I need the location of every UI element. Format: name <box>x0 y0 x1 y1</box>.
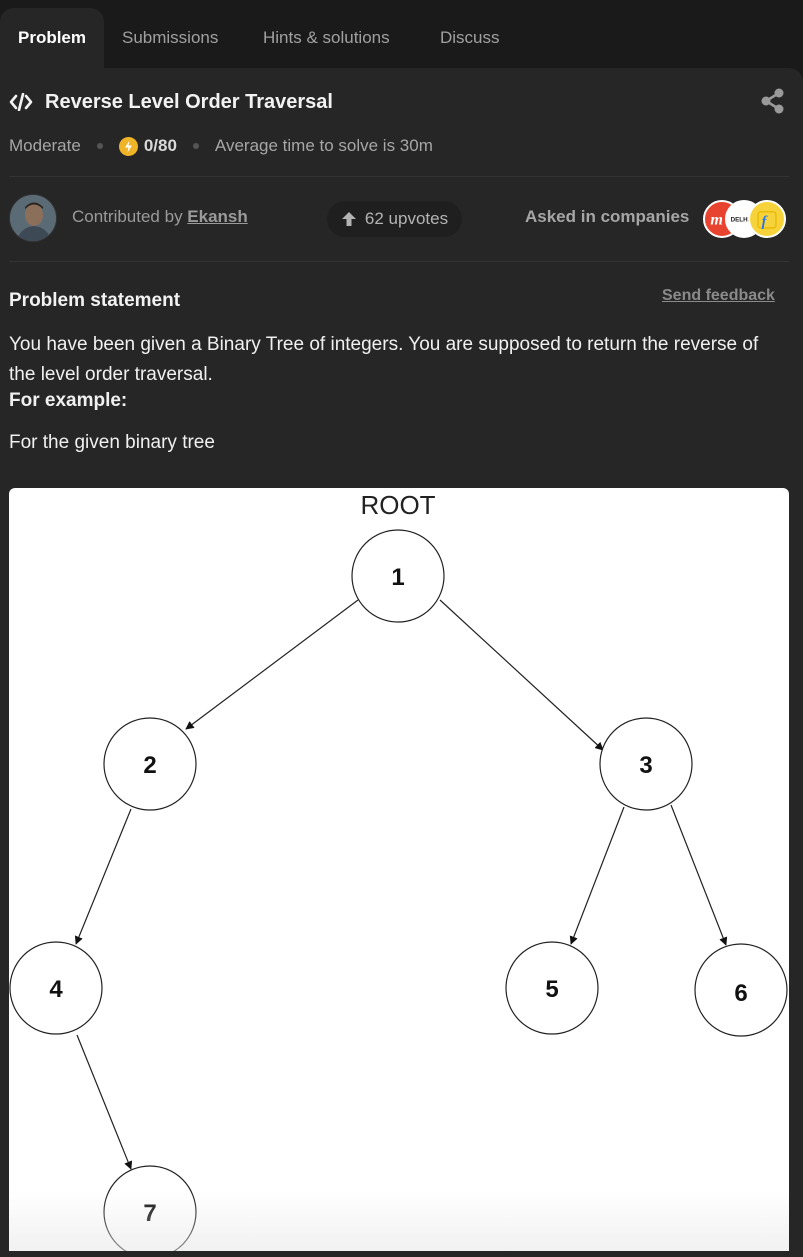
problem-statement-heading: Problem statement <box>9 290 181 311</box>
separator-dot <box>96 143 103 149</box>
problem-header: Reverse Level Order Traversal <box>9 88 333 116</box>
contributed-by-label: Contributed by <box>72 207 188 226</box>
svg-text:f: f <box>762 214 768 230</box>
separator-dot <box>192 143 199 149</box>
contributed-by: Contributed by Ekansh <box>72 207 248 227</box>
edge-1-2 <box>185 599 359 730</box>
svg-text:DELHI: DELHI <box>731 217 750 224</box>
divider <box>9 261 789 262</box>
edge-2-4 <box>74 808 132 945</box>
svg-text:4: 4 <box>49 976 63 1003</box>
problem-description: You have been given a Binary Tree of int… <box>9 334 759 385</box>
problem-meta: Moderate 0/80 Average time to solve is 3… <box>9 134 433 158</box>
upvote-count: 62 upvotes <box>364 209 449 228</box>
tab-hints-solutions[interactable]: Hints & solutions <box>263 28 390 47</box>
arrow-up-icon <box>341 212 356 226</box>
lightning-bolt-icon <box>118 136 138 156</box>
svg-text:6: 6 <box>734 980 747 1007</box>
average-time: Average time to solve is 30m <box>214 136 433 155</box>
tab-submissions[interactable]: Submissions <box>122 28 219 47</box>
tab-bar: Problem Submissions Hints & solutions Di… <box>0 0 803 68</box>
tree-node: 5 <box>505 941 599 1035</box>
root-label: ROOT <box>360 490 435 520</box>
tree-node: 4 <box>9 941 103 1035</box>
send-feedback-link[interactable]: Send feedback <box>662 287 775 304</box>
svg-text:2: 2 <box>143 752 156 779</box>
svg-text:5: 5 <box>545 976 558 1003</box>
binary-tree-figure: ROOT 1 2 3 4 5 6 <box>9 488 789 1257</box>
score-value: 0/80 <box>143 136 177 155</box>
tree-node: 7 <box>103 1165 197 1257</box>
svg-text:3: 3 <box>639 752 652 779</box>
edge-3-6 <box>670 804 728 946</box>
contributor-link[interactable]: Ekansh <box>187 207 248 226</box>
tab-discuss[interactable]: Discuss <box>440 28 500 47</box>
panel-right-edge <box>789 488 803 1257</box>
contributor-row: Contributed by Ekansh 62 upvotes Asked i… <box>9 193 789 243</box>
tree-node: 6 <box>694 943 788 1037</box>
edge-4-7 <box>76 1034 133 1170</box>
example-intro: For the given binary tree <box>9 432 215 453</box>
tab-problem[interactable]: Problem <box>0 8 104 68</box>
code-icon <box>9 93 33 111</box>
tree-node: 1 <box>351 529 445 623</box>
svg-text:7: 7 <box>143 1200 156 1227</box>
divider <box>9 176 789 177</box>
difficulty-label: Moderate <box>9 136 81 155</box>
edge-3-5 <box>569 806 625 945</box>
binary-tree-diagram: ROOT 1 2 3 4 5 6 <box>9 490 788 1257</box>
panel-left-edge <box>0 488 9 1257</box>
example-label: For example: <box>9 390 128 411</box>
upvote-button[interactable]: 62 upvotes <box>327 201 462 237</box>
tree-node: 2 <box>103 717 197 811</box>
edge-1-3 <box>439 599 604 751</box>
tree-node: 3 <box>599 717 693 811</box>
flipkart-logo[interactable]: f <box>748 200 786 238</box>
share-icon[interactable] <box>760 87 786 115</box>
problem-title: Reverse Level Order Traversal <box>45 90 333 113</box>
svg-text:1: 1 <box>391 564 404 591</box>
svg-text:m: m <box>710 211 723 228</box>
panel-bottom-edge <box>0 1251 803 1257</box>
avatar[interactable] <box>9 194 57 242</box>
asked-in-companies-label: Asked in companies <box>525 207 690 226</box>
